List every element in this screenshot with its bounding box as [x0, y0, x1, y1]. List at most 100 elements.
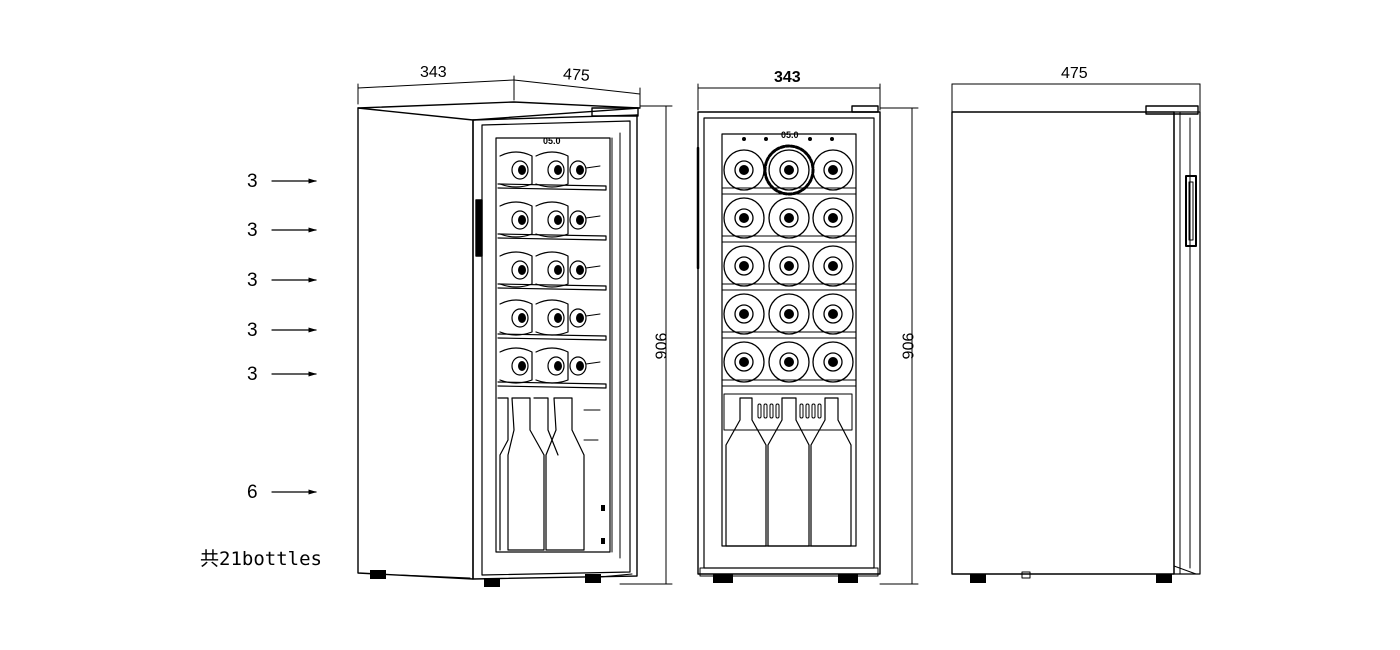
side-door	[1173, 111, 1201, 575]
iso-bottle-cap	[518, 265, 526, 275]
side-foot-2	[1156, 574, 1172, 583]
front-view	[696, 83, 919, 585]
front-bottle	[812, 149, 854, 191]
iso-bottle-cap	[554, 265, 562, 275]
iso-bottle-neck	[511, 210, 529, 230]
front-shelf-rail	[721, 187, 857, 195]
iso-bottle	[535, 251, 569, 288]
iso-bottle-neck	[511, 308, 529, 328]
iso-upright-bottles	[497, 397, 605, 551]
front-upright-bottles	[723, 393, 853, 547]
iso-bottle-neck	[547, 356, 565, 376]
front-foot-1	[713, 574, 733, 583]
iso-side-panel	[357, 107, 474, 580]
front-shelf-rail	[721, 235, 857, 243]
iso-bottle-cap	[518, 165, 526, 175]
front-vent-slot	[763, 403, 768, 419]
iso-bottle	[535, 201, 569, 238]
iso-display-readout: 05.0	[543, 136, 561, 146]
front-bottle	[768, 197, 810, 239]
iso-bottle-cap	[518, 361, 526, 371]
front-glass	[721, 133, 857, 547]
shelf-count-2: 3	[247, 220, 258, 241]
front-bottle-cap	[784, 357, 794, 367]
front-shelf-3	[721, 245, 857, 291]
iso-shelf-3	[497, 251, 607, 291]
front-bottle-neck	[823, 160, 843, 180]
front-bottle-cap	[828, 309, 838, 319]
iso-bottle-cap	[576, 361, 584, 371]
front-bottle-cap	[784, 261, 794, 271]
iso-foot-3	[585, 574, 601, 583]
front-bottle-cap	[739, 261, 749, 271]
front-bottle-neck	[823, 352, 843, 372]
front-bottle-cap	[828, 165, 838, 175]
iso-bottle-neck	[569, 210, 587, 230]
front-bottle-cap	[784, 213, 794, 223]
side-foot-1	[970, 574, 986, 583]
front-shelf-5	[721, 341, 857, 387]
front-bottle-neck	[779, 352, 799, 372]
front-vent-slot	[805, 403, 810, 419]
front-bottle-neck	[734, 352, 754, 372]
front-door-frame	[703, 117, 875, 569]
front-vent-slot	[799, 403, 804, 419]
iso-shelf-2	[497, 201, 607, 241]
iso-bottle-cap	[554, 361, 562, 371]
iso-shelf-rail	[497, 183, 607, 191]
side-depth-dimension: 475	[1061, 65, 1088, 82]
front-bottle-cap	[739, 357, 749, 367]
front-display-readout: 05.0	[781, 130, 799, 140]
shelf-count-6: 6	[247, 482, 258, 503]
iso-bottle-cap	[518, 215, 526, 225]
front-bottle-cap	[784, 165, 794, 175]
iso-bottle-cap	[576, 313, 584, 323]
iso-bottle-neck	[547, 210, 565, 230]
front-bottle	[812, 197, 854, 239]
iso-bottle-neck	[569, 260, 587, 280]
front-bottle-neck	[734, 208, 754, 228]
iso-view	[357, 75, 673, 587]
front-vent-slot	[775, 403, 780, 419]
iso-bottle	[499, 299, 533, 336]
iso-width-dimension: 343	[420, 64, 447, 81]
front-vent-slot	[817, 403, 822, 419]
front-bottle	[723, 245, 765, 287]
iso-bottle	[499, 151, 533, 188]
side-view	[951, 83, 1201, 583]
front-bottle-cap	[828, 357, 838, 367]
iso-bottle	[499, 251, 533, 288]
iso-bottle-neck	[547, 160, 565, 180]
front-bottle-neck	[779, 160, 799, 180]
front-bottle	[812, 341, 854, 383]
iso-top	[357, 101, 641, 121]
front-bottle	[723, 149, 765, 191]
front-bottle-neck	[779, 208, 799, 228]
front-bottle	[768, 341, 810, 383]
front-bottle	[768, 149, 810, 191]
front-bottle-cap	[828, 213, 838, 223]
iso-bottle-neck	[511, 260, 529, 280]
front-shelf-rail	[721, 379, 857, 387]
front-bottle-neck	[779, 256, 799, 276]
front-bottle	[768, 245, 810, 287]
front-racks	[721, 149, 857, 387]
iso-handle	[475, 199, 483, 257]
front-bottle-neck	[823, 256, 843, 276]
iso-bottle	[499, 347, 533, 384]
front-vent-slot	[757, 403, 762, 419]
front-hinge	[851, 105, 879, 113]
front-bottle-neck	[823, 304, 843, 324]
front-shelf-rail	[721, 283, 857, 291]
iso-bottle-neck	[547, 260, 565, 280]
iso-bottle-cap	[576, 265, 584, 275]
front-bottle-neck	[823, 208, 843, 228]
iso-bottle-neck	[569, 308, 587, 328]
front-shelf-rail	[721, 331, 857, 339]
iso-bottle-neck	[569, 160, 587, 180]
iso-shelf-rail	[497, 283, 607, 291]
front-bottle	[812, 293, 854, 335]
shelf-count-4: 3	[247, 320, 258, 341]
